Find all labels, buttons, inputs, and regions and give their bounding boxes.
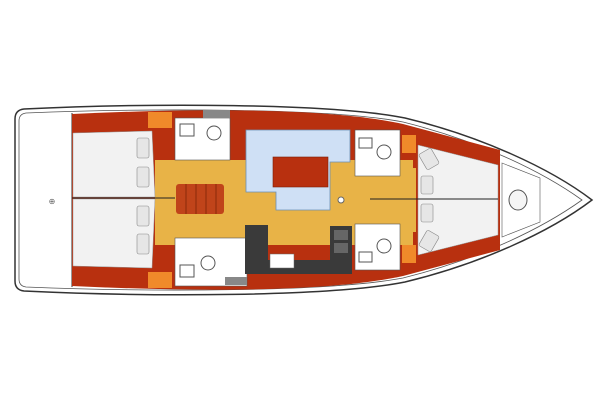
saloon-table xyxy=(272,156,329,188)
fwd-starboard-locker xyxy=(402,245,416,263)
mast-step xyxy=(337,196,345,204)
aft-port-bed xyxy=(72,130,156,198)
toilet-icon xyxy=(206,125,222,141)
anchor-windlass-icon xyxy=(508,189,528,211)
aft-port-shower xyxy=(203,110,230,118)
aft-port-locker xyxy=(148,112,172,128)
forward-pillows xyxy=(418,148,440,252)
fwd-port-locker xyxy=(402,135,416,153)
forward-bed xyxy=(417,144,499,256)
aft-starboard-shower xyxy=(225,277,247,285)
aft-starboard-locker xyxy=(148,272,172,288)
toilet-icon xyxy=(376,144,392,160)
compass-rose-icon: ⊕ xyxy=(49,197,56,206)
toilet-icon xyxy=(200,255,216,271)
stove-icon xyxy=(334,230,348,253)
galley-sink xyxy=(269,253,295,269)
aft-starboard-bed xyxy=(72,198,156,269)
sink-icon xyxy=(358,251,373,263)
sink-icon xyxy=(179,123,195,137)
sink-icon xyxy=(179,264,195,278)
aft-pillows xyxy=(136,137,150,255)
sink-icon xyxy=(358,137,373,149)
companionway-stairs xyxy=(176,184,224,214)
forward-floor xyxy=(368,168,416,232)
toilet-icon xyxy=(376,238,392,254)
